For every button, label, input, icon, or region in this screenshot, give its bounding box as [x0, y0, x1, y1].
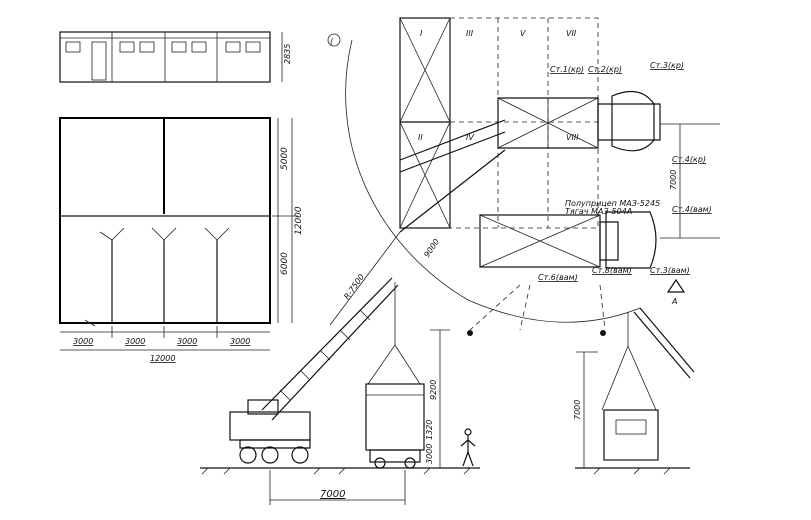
zone-label-1: I — [420, 29, 423, 38]
zone-label-6: VII — [566, 29, 577, 38]
module-window-c — [139, 41, 155, 53]
crane-boom-plan — [399, 119, 506, 233]
station-st6vam: Ст.6(вам) — [538, 273, 578, 282]
site-dim-label: 7000 — [669, 170, 678, 190]
station-st2: Ст.2(кр) — [588, 65, 622, 74]
plan-entry-mark — [84, 319, 96, 327]
zone-label-5: V — [520, 29, 526, 38]
hanging-module — [365, 383, 425, 451]
crane-cab — [247, 399, 279, 415]
station-st3vam: Ст.3(вам) — [650, 266, 690, 275]
module-window-f — [225, 41, 241, 53]
anchor-1 — [467, 330, 473, 336]
crane-frame — [239, 439, 311, 449]
lift-height-label: 9200 — [429, 380, 438, 400]
module-door — [91, 41, 107, 81]
sling-guides — [469, 284, 606, 331]
right-module-window — [615, 419, 647, 435]
crane-chassis — [229, 411, 311, 441]
crane-boom-lattice — [279, 309, 371, 401]
north-mark: ( — [330, 37, 334, 46]
module-window-g — [245, 41, 261, 53]
ground-hatch — [201, 467, 671, 475]
right-sling — [601, 312, 657, 411]
track-label: 7000 — [320, 489, 345, 500]
station-st4vam: Ст.4(вам) — [672, 205, 712, 214]
plan-dim-total-height: 12000 — [294, 206, 304, 235]
small-height-1: 1320 — [425, 420, 434, 440]
zone-label-3: III — [466, 29, 474, 38]
trailer-chassis — [369, 449, 421, 463]
right-boom — [633, 307, 695, 379]
crane-wheel-3 — [291, 446, 309, 464]
station-st1: Ст.1(кр) — [550, 65, 584, 74]
crane-boom — [261, 277, 399, 421]
station-st4: Ст.4(кр) — [672, 155, 706, 164]
truck-cab-top — [597, 103, 661, 141]
worker-head — [464, 428, 472, 436]
module-window-d — [171, 41, 187, 53]
module-window-a — [65, 41, 81, 53]
crane-wheel-2 — [261, 446, 279, 464]
crane-elevation: 9200 1320 3000 7000 — [200, 277, 690, 505]
semitrailer-label: Полуприцеп МАЗ-5245 — [565, 199, 660, 208]
module-window-b — [119, 41, 135, 53]
crane-site-plan: R-7500 9000 ( I II III IV V VII VIII Пол… — [327, 17, 720, 336]
anchor-2 — [600, 330, 606, 336]
trailer-wheel-2 — [404, 457, 416, 469]
plan-bay-1: 3000 — [73, 337, 93, 346]
plan-bay-3: 3000 — [177, 337, 197, 346]
semitrailer-diagonals — [479, 214, 601, 268]
plan-bay-2: 3000 — [125, 337, 145, 346]
zone-label-8: VIII — [566, 133, 579, 142]
module-elevation: 2835 — [59, 31, 292, 83]
storage-area-zones — [449, 17, 599, 229]
north-mark-circle — [327, 33, 341, 47]
level-mark-letter: А — [671, 297, 677, 306]
right-height-label: 7000 — [573, 400, 582, 420]
small-height-2: 3000 — [425, 444, 434, 464]
zone-label-4: IV — [466, 133, 474, 142]
zone-label-2: II — [418, 133, 423, 142]
right-elevation: 7000 — [573, 307, 695, 468]
storage-area-left — [399, 17, 451, 229]
sling-cables — [367, 344, 421, 385]
crane-radius-line — [329, 231, 401, 326]
crane-reach-arc — [345, 39, 641, 323]
plan-dim-upper: 5000 — [280, 147, 290, 170]
plan-door-swings — [99, 227, 230, 241]
truck-cab-shape — [611, 90, 655, 152]
module-height-label: 2835 — [283, 44, 292, 64]
level-mark-triangle — [666, 278, 686, 293]
crane-radius-label: R-7500 — [342, 272, 366, 301]
plan-dim-lower: 6000 — [280, 252, 290, 275]
right-module — [603, 409, 659, 461]
tractor-top — [599, 211, 657, 269]
trailer-wheel-1 — [374, 457, 386, 469]
station-st8vam: Ст.8(вам) — [592, 266, 632, 275]
floor-plan: 5000 6000 12000 3000 3000 3000 3000 1200… — [59, 117, 304, 363]
tractor-label: Тягач МАЗ-504А — [565, 207, 632, 216]
module-window-e — [191, 41, 207, 53]
module-on-site-diagonals — [497, 97, 599, 149]
station-st3: Ст.3(кр) — [650, 61, 684, 70]
storage-area-crosses — [399, 17, 451, 229]
worker-figure — [460, 435, 476, 467]
crane-radius-2-label: 9000 — [422, 237, 441, 259]
plan-bay-4: 3000 — [230, 337, 250, 346]
crane-wheel-1 — [239, 446, 257, 464]
plan-total-length: 12000 — [150, 354, 175, 363]
